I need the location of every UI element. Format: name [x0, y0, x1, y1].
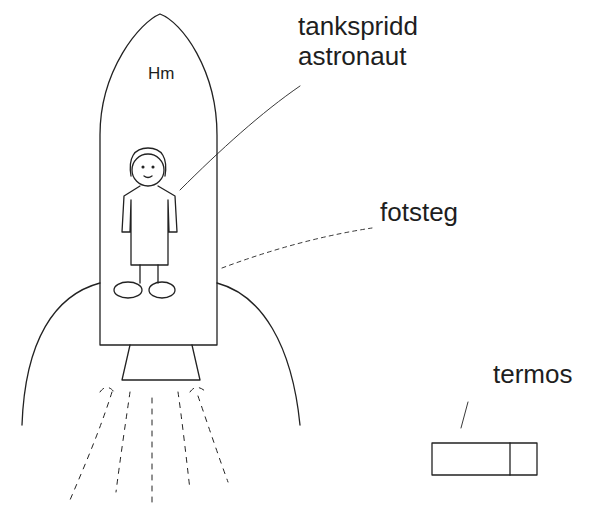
rocket-body	[100, 14, 217, 345]
astronaut-hair	[130, 148, 166, 176]
astronaut-figure	[114, 148, 177, 298]
leader-line	[222, 228, 372, 268]
exhaust-flame	[70, 388, 228, 503]
astronaut-foot	[114, 282, 142, 298]
speech-text: Hm	[148, 64, 174, 84]
flame-tip	[100, 388, 206, 393]
flame-line	[178, 392, 190, 490]
leader-line	[180, 86, 300, 190]
thermos-cap-line	[509, 443, 510, 475]
thermos-body	[432, 443, 537, 475]
callout-label: termos	[493, 360, 572, 390]
leader-line	[461, 402, 468, 428]
astronaut-eye	[152, 166, 154, 168]
flame-line	[198, 396, 228, 482]
astronaut-eye	[142, 166, 144, 168]
astronaut-mouth	[144, 176, 152, 178]
astronaut-foot	[149, 282, 175, 298]
thermos	[432, 443, 537, 475]
callout-label: tankspridd astronaut	[298, 12, 458, 72]
callout-label: fotsteg	[380, 198, 458, 228]
astronaut-head	[132, 154, 164, 186]
right-fin	[217, 283, 300, 425]
flame-line	[152, 398, 153, 502]
flame-line	[116, 392, 130, 492]
left-fin	[22, 283, 100, 425]
astronaut-body	[122, 186, 177, 265]
flame-line	[70, 392, 112, 500]
astronaut-leg	[140, 265, 158, 283]
nozzle	[122, 345, 200, 380]
